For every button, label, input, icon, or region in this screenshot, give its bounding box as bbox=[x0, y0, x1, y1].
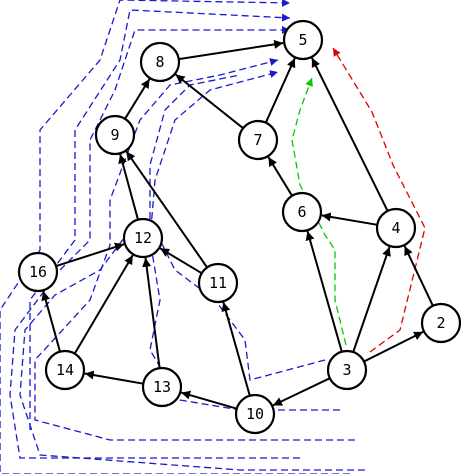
edge-11-to-12 bbox=[159, 247, 203, 275]
node-label: 7 bbox=[253, 131, 262, 149]
edge-7-to-8 bbox=[174, 73, 244, 129]
red-path bbox=[332, 47, 426, 353]
node-7: 7 bbox=[237, 119, 279, 161]
node-circle bbox=[94, 114, 136, 156]
edge-14-to-16 bbox=[41, 291, 61, 352]
node-label: 6 bbox=[297, 203, 306, 221]
edge-3-to-6 bbox=[305, 230, 343, 352]
edge-3-to-10 bbox=[272, 377, 331, 407]
node-circle bbox=[122, 217, 164, 259]
node-10: 10 bbox=[234, 393, 276, 435]
edge-9-to-8 bbox=[124, 78, 151, 120]
edge-14-to-12 bbox=[73, 254, 134, 355]
edge-2-to-4 bbox=[403, 245, 434, 307]
node-14: 14 bbox=[44, 349, 86, 391]
node-9: 9 bbox=[94, 114, 136, 156]
blue-path-middle-1 bbox=[34, 58, 355, 441]
node-circle bbox=[237, 119, 279, 161]
edge-6-to-7 bbox=[267, 156, 293, 197]
nodes-layer: 5 8 9 7 6 4 12 16 11 2 14 3 13 10 bbox=[17, 19, 462, 435]
node-label: 11 bbox=[209, 274, 227, 292]
node-8: 8 bbox=[139, 41, 181, 83]
edge-10-to-11 bbox=[221, 301, 251, 396]
edge-10-to-13 bbox=[180, 390, 238, 410]
node-label: 8 bbox=[155, 53, 164, 71]
node-4: 4 bbox=[375, 207, 417, 249]
blue-path-middle-2 bbox=[149, 70, 340, 411]
node-circle bbox=[17, 251, 59, 293]
node-13: 13 bbox=[141, 366, 183, 408]
blue-path-top-2 bbox=[29, 9, 291, 430]
edge-3-to-2 bbox=[363, 331, 424, 363]
node-label: 14 bbox=[56, 361, 74, 379]
edge-7-to-5 bbox=[264, 57, 296, 124]
edge-11-to-9 bbox=[125, 150, 208, 268]
dashed-paths bbox=[0, 0, 426, 474]
node-circle bbox=[234, 393, 276, 435]
node-circle bbox=[326, 349, 368, 391]
node-6: 6 bbox=[281, 191, 323, 233]
edge-3-to-4 bbox=[352, 246, 391, 353]
blue-path-top-3 bbox=[9, 26, 300, 459]
edge-13-to-12 bbox=[142, 257, 161, 369]
edge-12-to-9 bbox=[118, 154, 139, 220]
node-circle bbox=[282, 19, 324, 61]
node-label: 5 bbox=[298, 31, 307, 49]
node-circle bbox=[139, 41, 181, 83]
node-circle bbox=[141, 366, 183, 408]
node-circle bbox=[44, 349, 86, 391]
blue-path-outer-top bbox=[0, 0, 350, 474]
node-circle bbox=[197, 262, 239, 304]
edges-layer bbox=[41, 39, 434, 410]
node-label: 9 bbox=[110, 126, 119, 144]
node-circle bbox=[375, 207, 417, 249]
edge-13-to-14 bbox=[84, 370, 144, 385]
node-2: 2 bbox=[420, 302, 462, 344]
node-label: 13 bbox=[153, 378, 171, 396]
node-11: 11 bbox=[197, 262, 239, 304]
node-label: 16 bbox=[29, 263, 47, 281]
edge-16-to-12 bbox=[55, 242, 125, 268]
node-5: 5 bbox=[282, 19, 324, 61]
node-label: 2 bbox=[436, 314, 445, 332]
blue-path-inner bbox=[149, 74, 326, 381]
node-label: 3 bbox=[342, 361, 351, 379]
node-circle bbox=[281, 191, 323, 233]
node-12: 12 bbox=[122, 217, 164, 259]
blue-path-lower-wrap bbox=[19, 229, 365, 471]
node-label: 4 bbox=[391, 219, 400, 237]
edge-4-to-5 bbox=[311, 57, 389, 212]
node-3: 3 bbox=[326, 349, 368, 391]
node-16: 16 bbox=[17, 251, 59, 293]
node-circle bbox=[420, 302, 462, 344]
edge-4-to-6 bbox=[321, 212, 378, 226]
node-label: 10 bbox=[246, 405, 264, 423]
node-label: 12 bbox=[134, 229, 152, 247]
edge-8-to-5 bbox=[178, 39, 284, 61]
